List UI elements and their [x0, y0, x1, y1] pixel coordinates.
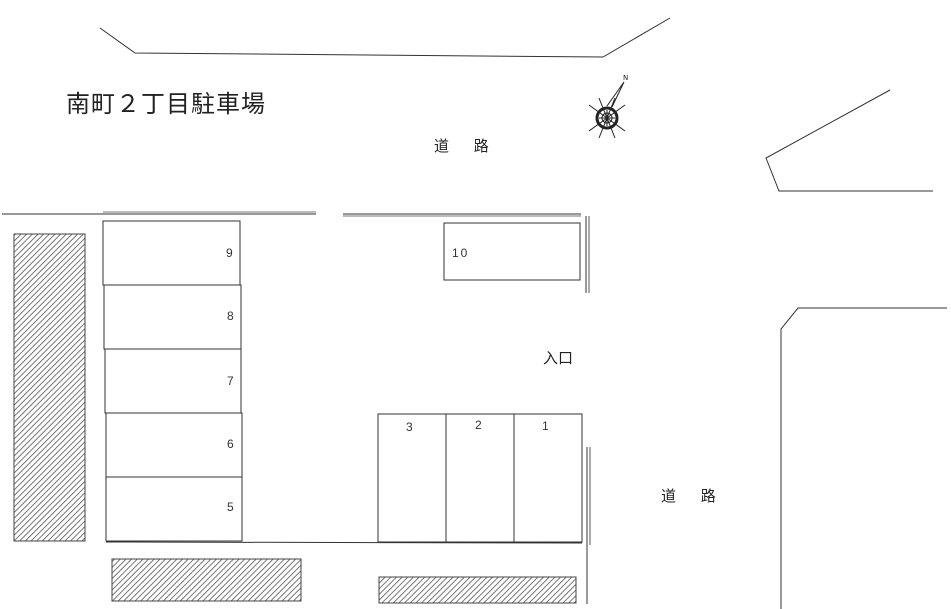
- svg-text:N: N: [623, 74, 628, 82]
- map-title: 南町２丁目駐車場: [66, 90, 266, 118]
- neighbor-building-bottom-right: [378, 576, 577, 604]
- road-label-right: 道 路: [661, 487, 726, 505]
- road-edge-right-bottom: [780, 307, 947, 609]
- parking-space-6[interactable]: [105, 412, 243, 478]
- parking-space-7[interactable]: [104, 348, 242, 414]
- space-number-2: 2: [475, 418, 482, 432]
- parking-space-10[interactable]: [443, 222, 581, 281]
- space-number-10: 10: [452, 246, 470, 260]
- space-number-5: 5: [227, 500, 234, 514]
- lot-boundary-bottom: [105, 541, 583, 544]
- space-number-6: 6: [227, 437, 234, 451]
- space-number-3: 3: [406, 420, 413, 434]
- compass-icon: N: [588, 74, 628, 139]
- parking-space-5[interactable]: [105, 476, 243, 542]
- parking-row-bottom: [377, 413, 583, 543]
- parking-space-8[interactable]: [103, 284, 242, 350]
- space-number-8: 8: [227, 309, 234, 323]
- road-edge-right-top: [765, 89, 933, 192]
- space-number-1: 1: [542, 419, 549, 433]
- space-number-9: 9: [226, 246, 233, 260]
- neighbor-building-bottom-left: [111, 558, 302, 602]
- road-edge-top: [99, 17, 671, 58]
- parking-space-9[interactable]: [102, 220, 241, 286]
- entrance-label: 入口: [543, 349, 574, 367]
- neighbor-building-left: [13, 233, 86, 542]
- parking-column-left: [102, 220, 243, 542]
- road-label-top: 道 路: [434, 137, 499, 155]
- parking-space-2[interactable]: [445, 413, 515, 543]
- space-number-7: 7: [227, 374, 234, 388]
- parking-space-1[interactable]: [513, 413, 583, 543]
- north-arrow-icon: [606, 81, 625, 108]
